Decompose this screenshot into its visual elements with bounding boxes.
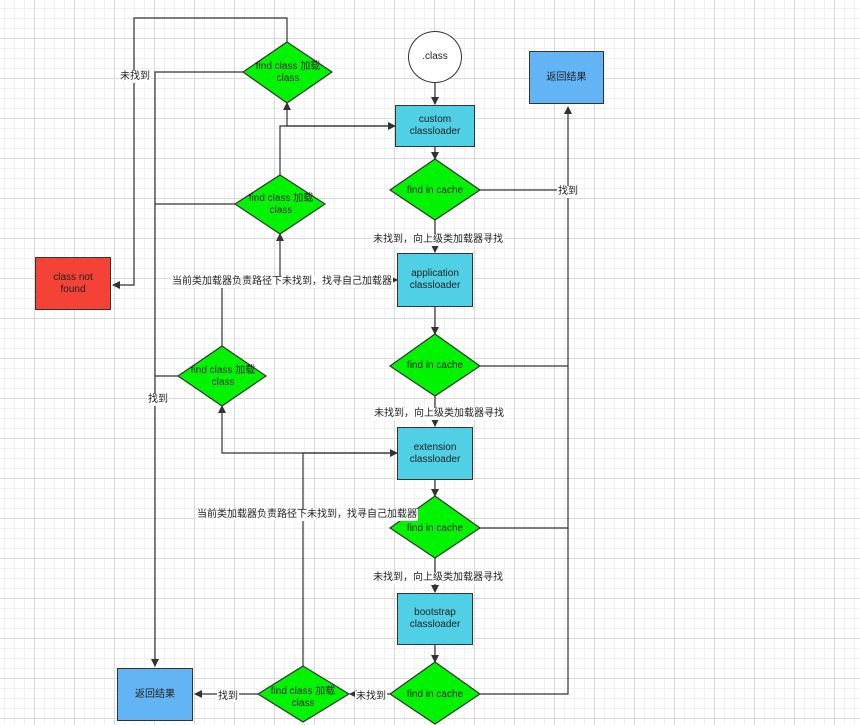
label-up-1: 未找到，向上级类加载器寻找 [372, 234, 504, 246]
label-found-right: 找到 [557, 186, 579, 198]
edge-loadcustom-found [151, 71, 243, 667]
decision-load-custom [241, 41, 334, 104]
decision-cache-2 [388, 333, 482, 397]
return-result-bottom-label: 返回结果 [135, 688, 175, 700]
label-not-found-bottom: 未找到 [355, 691, 387, 703]
class-not-found-label: class not found [53, 271, 93, 295]
decision-load-app [233, 174, 327, 235]
application-classloader-node: application classloader [397, 253, 473, 307]
decision-load-ext [176, 345, 268, 407]
label-self-load-1: 当前类加载器负责路径下未找到，找寻自己加载器 [171, 276, 393, 288]
edge-ext-to-loadext [218, 405, 397, 454]
bootstrap-classloader-node: bootstrap classloader [397, 593, 473, 645]
start-node: .class [408, 31, 462, 83]
start-node-label: .class [422, 51, 448, 62]
return-result-top-label: 返回结果 [546, 71, 587, 83]
edge-cache4-found [480, 106, 572, 695]
decision-cache-4 [388, 661, 482, 725]
label-found-bottom: 找到 [217, 691, 239, 703]
edge-loadboot-to-ext [302, 449, 398, 666]
edge-loadcustom-to-notfound [112, 17, 288, 289]
label-not-found-top: 未找到 [119, 71, 151, 83]
edge-loadext-to-app [221, 276, 398, 346]
application-classloader-label: application classloader [409, 268, 461, 291]
custom-classloader-node: custom classloader [395, 105, 475, 147]
return-result-bottom-node: 返回结果 [117, 668, 193, 721]
edge-custom-to-loadcustom [283, 102, 395, 127]
bootstrap-classloader-label: bootstrap classloader [409, 607, 461, 630]
extension-classloader-label: extension classloader [409, 441, 461, 465]
return-result-top-node: 返回结果 [529, 51, 604, 104]
label-found-left: 找到 [147, 394, 169, 406]
label-up-2: 未找到，向上级类加载器寻找 [373, 408, 505, 420]
class-not-found-node: class not found [35, 257, 111, 310]
custom-classloader-label: custom classloader [409, 114, 461, 137]
label-self-load-2: 当前类加载器负责路径下未找到，找寻自己加载器 [196, 509, 418, 521]
extension-classloader-node: extension classloader [397, 427, 473, 480]
decision-cache-3 [388, 495, 482, 559]
label-up-3: 未找到，向上级类加载器寻找 [372, 572, 504, 584]
decision-cache-1 [388, 158, 482, 221]
edge-loadapp-to-custom [279, 122, 396, 175]
decision-load-boot [256, 665, 351, 723]
